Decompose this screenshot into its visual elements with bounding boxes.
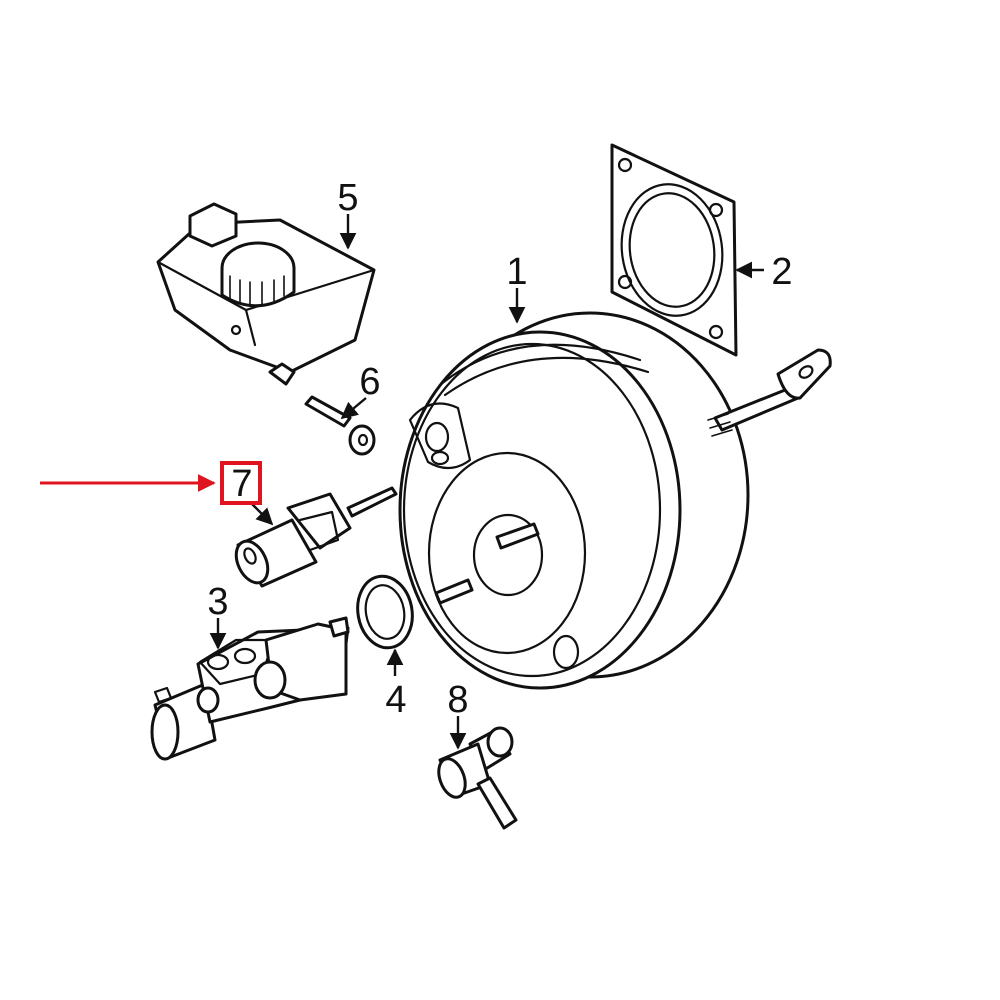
callout-6: 6 xyxy=(359,361,380,403)
callout-5: 5 xyxy=(337,177,358,219)
highlight-annotation xyxy=(40,461,262,505)
callout-4: 4 xyxy=(385,679,406,721)
reservoir-pin-icon xyxy=(304,395,376,456)
callout-2: 2 xyxy=(771,251,792,293)
highlight-box xyxy=(220,461,262,505)
o-ring-seal-icon xyxy=(356,574,414,650)
leader-7 xyxy=(251,503,274,526)
callout-numbers: 1 2 3 4 5 6 7 8 xyxy=(207,177,792,721)
callout-1: 1 xyxy=(506,251,527,293)
leader-6 xyxy=(340,397,367,420)
callout-3: 3 xyxy=(207,581,228,623)
callout-leaders xyxy=(209,214,764,750)
vacuum-check-valve-icon xyxy=(437,726,518,830)
booster-gasket-icon xyxy=(610,143,738,357)
master-cylinder-icon xyxy=(150,616,350,761)
brake-booster-icon xyxy=(398,311,832,690)
pressure-sensor-icon xyxy=(234,486,398,588)
callout-7: 7 xyxy=(231,463,252,505)
fluid-reservoir-icon xyxy=(156,202,376,386)
callout-8: 8 xyxy=(447,679,468,721)
